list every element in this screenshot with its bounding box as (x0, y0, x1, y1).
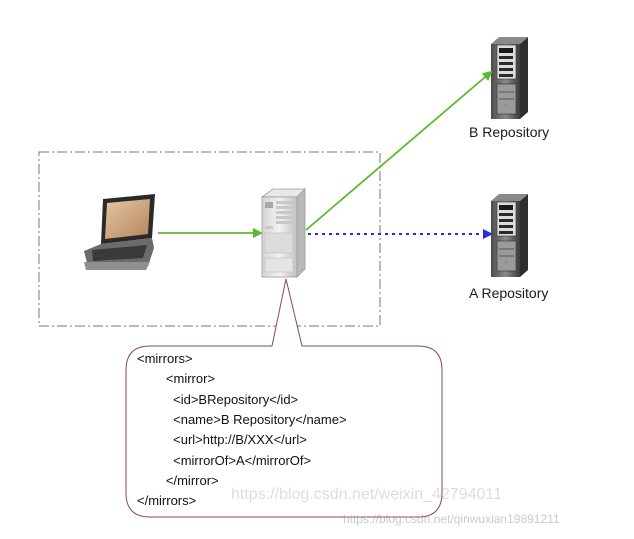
server-icon (491, 37, 528, 119)
config-callout (125, 278, 443, 518)
code-line: <url>http://B/XXX</url> (137, 432, 307, 448)
watermark-secondary: https://blog.csdn.net/qinwuxian19891211 (343, 512, 560, 526)
a-repository-label: A Repository (469, 285, 549, 301)
code-line: <mirror> (137, 371, 216, 387)
b-repository-label: B Repository (469, 124, 550, 140)
proxy-group-boundary (38, 151, 381, 327)
arrow-proxy-to-b-repository (305, 70, 493, 231)
code-line: </mirrors> (137, 493, 197, 509)
server-icon (491, 194, 528, 277)
code-line: <mirrorOf>A</mirrorOf> (137, 452, 312, 468)
code-line: <mirrors> (137, 351, 193, 366)
code-line: <id>BRepository</id> (137, 391, 299, 407)
proxy-server-icon (260, 188, 306, 278)
laptop-icon (84, 194, 155, 270)
watermark-primary: https://blog.csdn.net/weixin_42794011 (231, 486, 503, 503)
code-line: <name>B Repository</name> (137, 411, 347, 427)
code-line: </mirror> (137, 472, 219, 488)
